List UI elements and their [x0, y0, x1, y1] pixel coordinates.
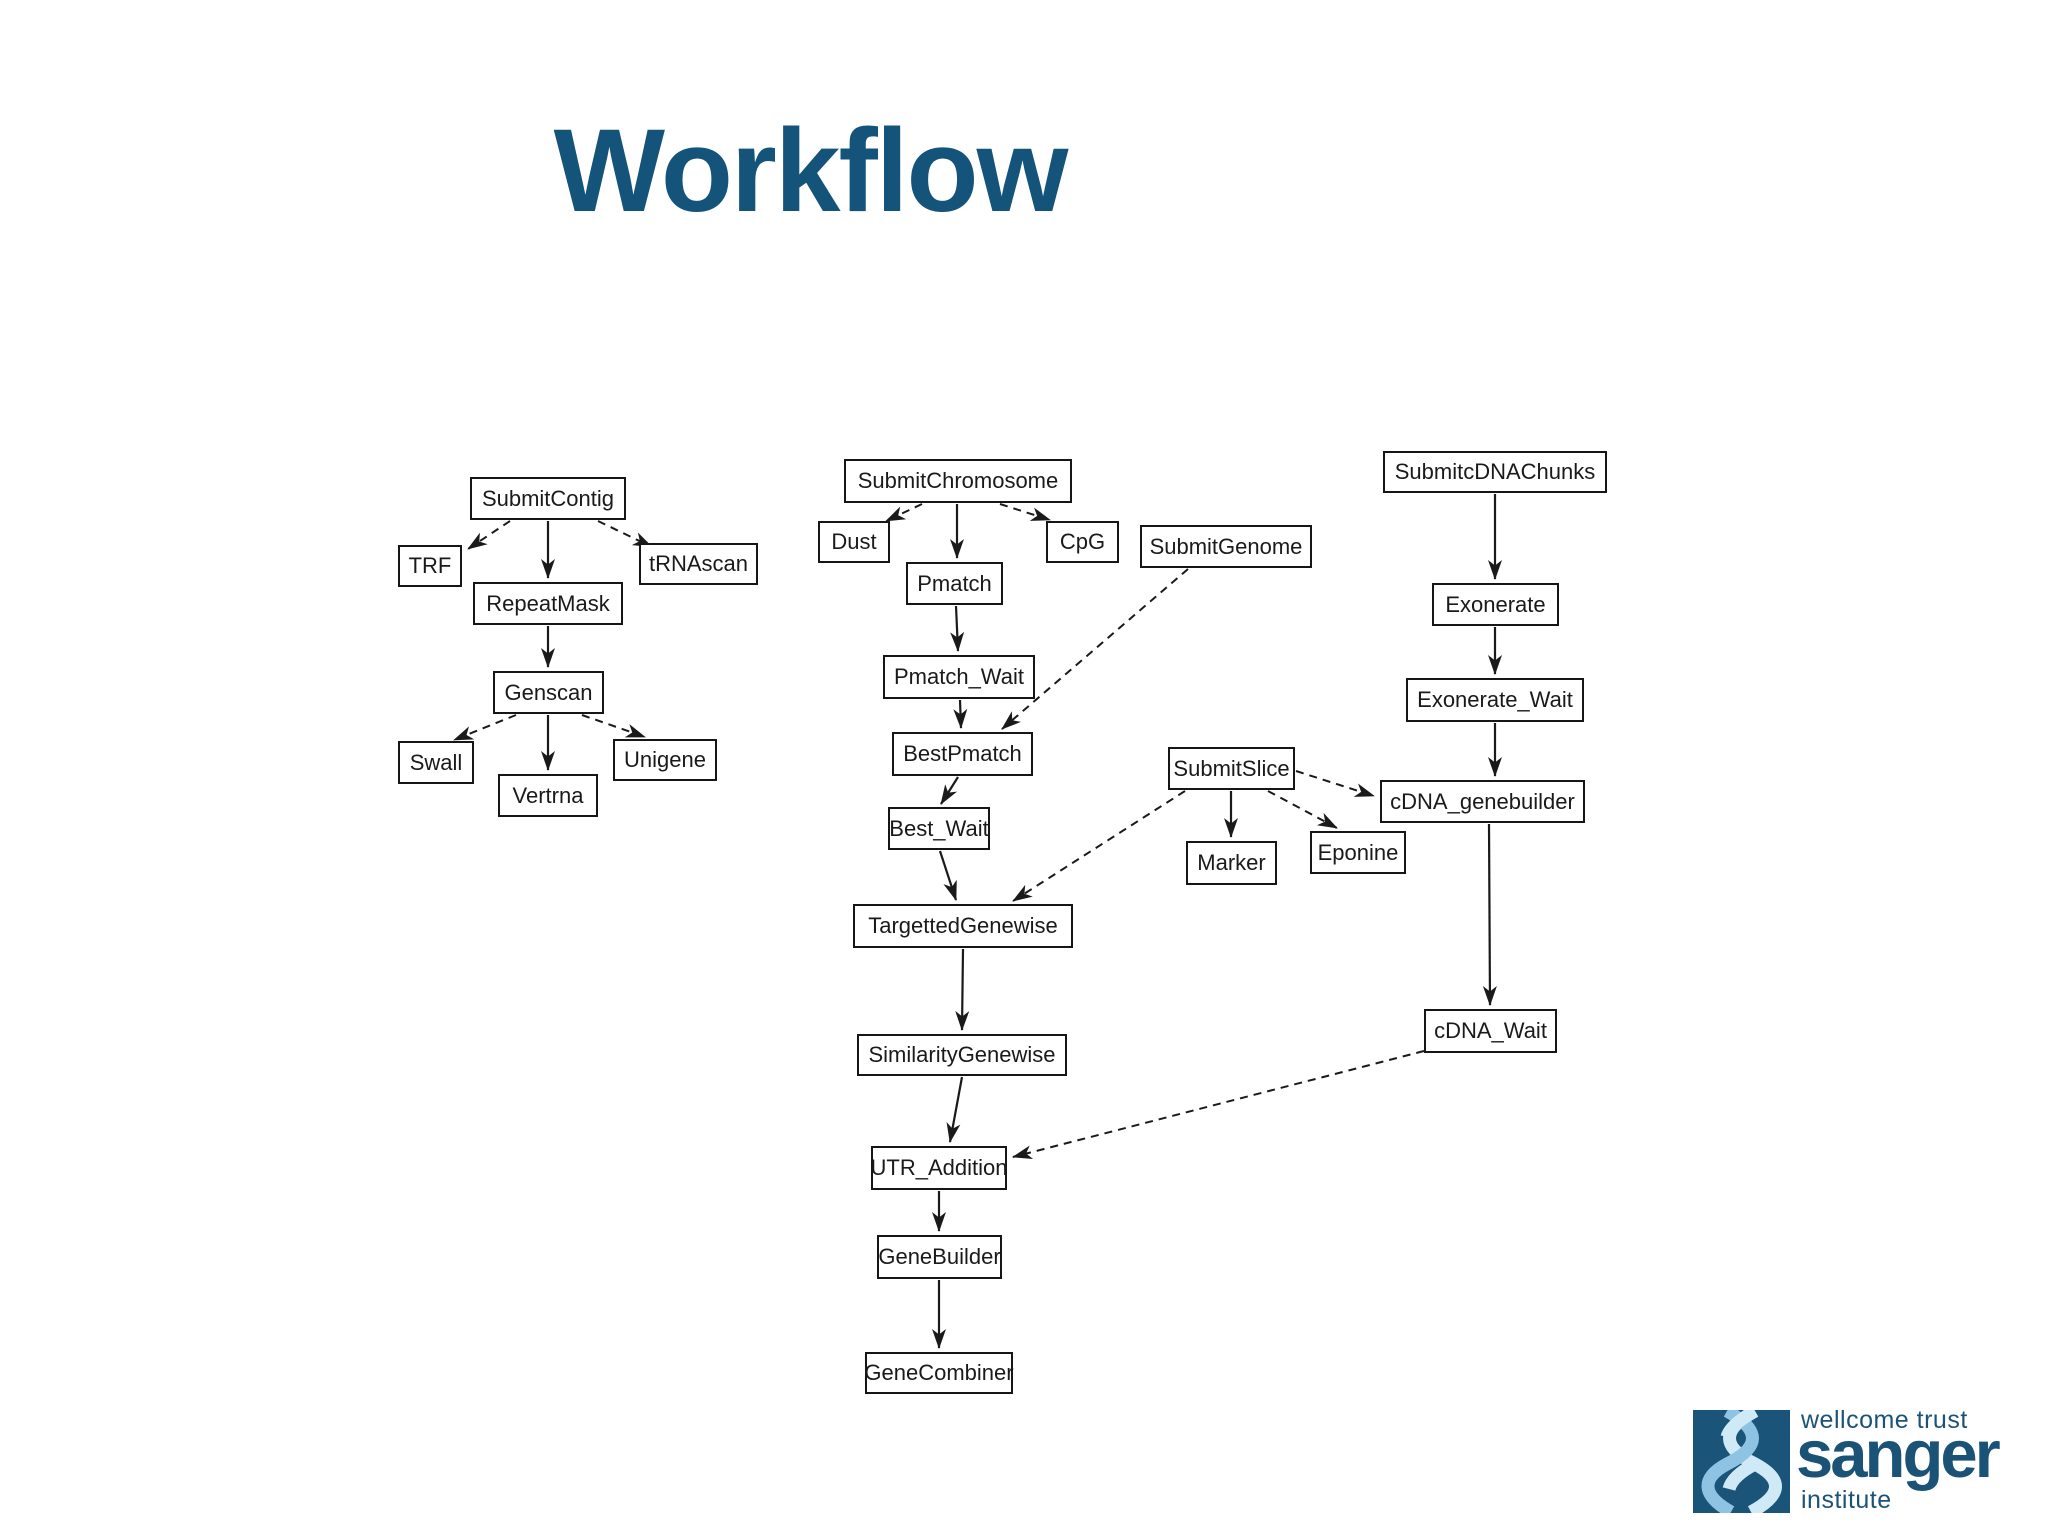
node-pmatch: Pmatch: [906, 562, 1003, 605]
node-marker: Marker: [1186, 841, 1277, 885]
edge-bestwait-targettedgenewise: [938, 850, 958, 901]
logo-sanger-text: sanger: [1796, 1417, 2001, 1492]
edge-bestpmatch-bestwait: [940, 776, 959, 805]
node-submitslice: SubmitSlice: [1168, 747, 1295, 790]
node-genecombiner: GeneCombiner: [864, 1352, 1014, 1394]
node-submitcdnachunks: SubmitcDNAChunks: [1383, 451, 1607, 493]
node-cpg: CpG: [1046, 521, 1119, 563]
page-title: Workflow: [553, 105, 1069, 237]
logo-institute-text: institute: [1801, 1486, 1892, 1514]
edge-submitchromosome-cpg: [999, 503, 1051, 521]
edge-submitcontig-trf: [467, 520, 511, 550]
node-cdna-genebuilder: cDNA_genebuilder: [1380, 780, 1585, 823]
node-bestpmatch: BestPmatch: [892, 732, 1033, 776]
edge-submitslice-targettedgenewise: [1012, 790, 1186, 902]
node-trnascan: tRNAscan: [639, 543, 758, 585]
dna-helix-icon: [1701, 1405, 1782, 1518]
edge-cdnagenebuilder-cdnawait: [1482, 823, 1497, 1006]
node-submitcontig: SubmitContig: [470, 477, 626, 520]
edge-submitcontig-trnascan: [597, 520, 653, 548]
edge-targettedgenewise-similaritygenewise: [955, 948, 970, 1031]
node-pmatch-wait: Pmatch_Wait: [883, 655, 1035, 699]
edge-submitslice-cdnagenebuilder: [1295, 770, 1375, 797]
node-genscan: Genscan: [493, 671, 604, 714]
node-vertrna: Vertrna: [498, 774, 598, 817]
edge-submitgenome-bestpmatch: [1001, 568, 1189, 730]
node-submitgenome: SubmitGenome: [1140, 525, 1312, 568]
edge-submitchromosome-dust: [885, 503, 923, 522]
node-repeatmask: RepeatMask: [473, 582, 623, 625]
edge-genscan-unigene: [581, 714, 646, 738]
node-exonerate-wait: Exonerate_Wait: [1406, 678, 1584, 722]
node-targettedgenewise: TargettedGenewise: [853, 904, 1073, 948]
logo-wellcome-trust-text: wellcome trust: [1801, 1406, 1968, 1434]
node-trf: TRF: [398, 545, 462, 587]
edge-cdnawait-utraddition: [1012, 1050, 1425, 1160]
node-submitchromosome: SubmitChromosome: [844, 459, 1072, 503]
node-cdna-wait: cDNA_Wait: [1424, 1009, 1557, 1053]
edge-genscan-swall: [453, 714, 517, 741]
edge-similaritygenewise-utraddition: [946, 1076, 964, 1143]
node-best-wait: Best_Wait: [888, 807, 990, 850]
node-unigene: Unigene: [613, 739, 717, 781]
edge-submitslice-eponine: [1267, 790, 1338, 829]
node-genebuilder: GeneBuilder: [877, 1235, 1002, 1279]
edge-pmatch-pmatchwait: [950, 605, 965, 652]
node-dust: Dust: [818, 521, 890, 563]
edge-pmatchwait-bestpmatch: [953, 699, 968, 729]
node-utr-addition: UTR_Addition: [871, 1146, 1007, 1190]
node-exonerate: Exonerate: [1432, 583, 1559, 626]
node-eponine: Eponine: [1310, 831, 1406, 874]
node-similaritygenewise: SimilarityGenewise: [857, 1034, 1067, 1076]
sanger-logo-square: [1693, 1405, 1790, 1518]
node-swall: Swall: [398, 741, 474, 784]
